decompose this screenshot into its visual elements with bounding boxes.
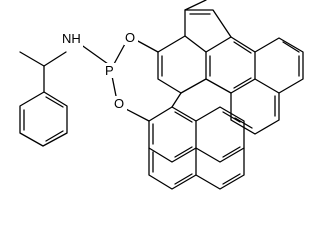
phenyl-ring bbox=[19, 91, 68, 147]
phosphite-ring bbox=[79, 39, 159, 122]
nh-label: NH bbox=[62, 31, 81, 46]
naphthalene-upper bbox=[157, 0, 304, 135]
structure-diagram: NH P O O bbox=[19, 0, 304, 190]
alkyl-chain bbox=[19, 51, 67, 93]
atom-labels: NH P O O bbox=[61, 30, 138, 111]
molecule-drawing: NH P O O bbox=[19, 0, 304, 190]
naphthalene-lower bbox=[148, 92, 245, 190]
oxygen-bottom-label: O bbox=[114, 96, 124, 111]
oxygen-top-label: O bbox=[125, 30, 135, 45]
phosphorus-label: P bbox=[105, 63, 114, 78]
